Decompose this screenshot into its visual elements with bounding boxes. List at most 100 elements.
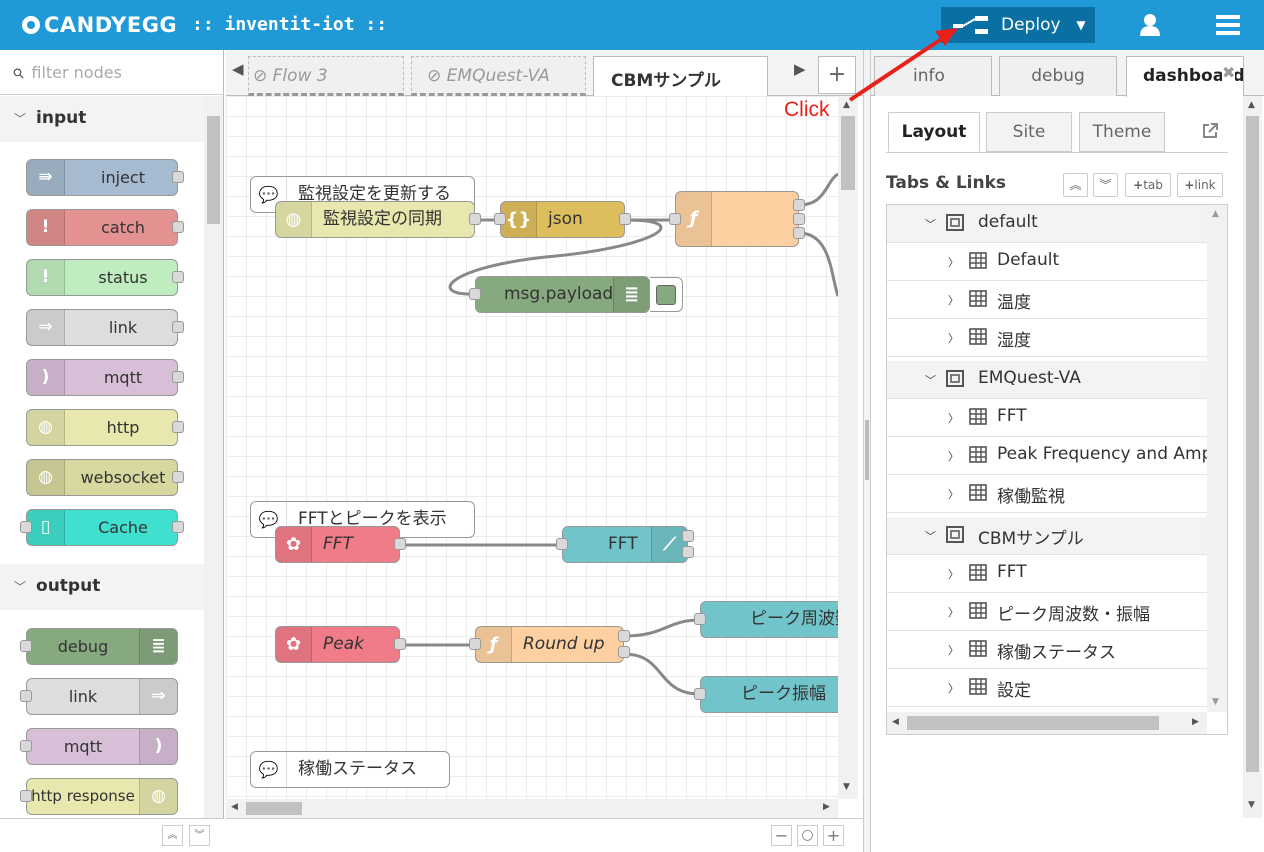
tree-item[interactable]: 〉温度	[887, 281, 1207, 319]
flow-node-json[interactable]: {}json	[494, 201, 631, 238]
scrollbar-thumb[interactable]	[841, 116, 855, 190]
output-port[interactable]	[793, 213, 805, 225]
subtab-layout[interactable]: Layout	[888, 112, 980, 152]
palette-node-mqtt-out[interactable]: mqtt)	[20, 728, 178, 765]
tab-cbm-sample[interactable]: CBMサンプル	[593, 56, 768, 97]
scroll-up-icon[interactable]: ▲	[1212, 209, 1219, 219]
output-port[interactable]	[394, 538, 406, 550]
palette-node-inject[interactable]: ⇛inject	[26, 159, 184, 196]
scrollbar-thumb[interactable]	[907, 716, 1159, 730]
add-link-button[interactable]: +link	[1177, 173, 1223, 197]
zoom-in-button[interactable]: +	[823, 825, 844, 846]
comment-node[interactable]: 💬稼働ステータス	[250, 751, 450, 788]
scroll-tabs-left-icon[interactable]: ◀	[232, 60, 244, 78]
output-port[interactable]	[619, 213, 631, 225]
scroll-up-icon[interactable]: ▲	[843, 100, 850, 110]
canvas-horizontal-scrollbar[interactable]: ◀▶	[226, 799, 838, 818]
subtab-theme[interactable]: Theme	[1079, 112, 1165, 152]
output-port[interactable]	[172, 271, 184, 283]
tab-emquest-va[interactable]: ⊘ EMQuest-VA	[411, 56, 586, 96]
flow-node-debug-payload[interactable]: msg.payload≣	[469, 276, 650, 313]
output-port[interactable]	[793, 199, 805, 211]
add-flow-button[interactable]: +	[818, 56, 856, 94]
palette-node-link-out[interactable]: link⇒	[20, 678, 178, 715]
flow-node-function[interactable]: ƒ	[669, 191, 805, 247]
tree-item[interactable]: 〉Peak Frequency and Amplitude	[887, 437, 1207, 475]
input-port[interactable]	[20, 640, 32, 652]
input-port[interactable]	[669, 213, 681, 225]
tree-group-default[interactable]: ﹀default	[887, 205, 1207, 243]
input-port[interactable]	[694, 613, 706, 625]
palette-node-http-response[interactable]: http response◍	[20, 778, 178, 815]
tree-item[interactable]: 〉Default	[887, 243, 1207, 281]
category-input-header[interactable]: ﹀input	[0, 96, 204, 142]
tab-debug[interactable]: debug	[999, 56, 1117, 96]
scroll-tabs-right-icon[interactable]: ▶	[794, 60, 806, 78]
output-port[interactable]	[618, 630, 630, 642]
expand-all-button[interactable]: ︾	[189, 825, 210, 846]
input-port[interactable]	[469, 638, 481, 650]
tree-item[interactable]: 〉稼働ステータス	[887, 631, 1207, 669]
output-port[interactable]	[172, 421, 184, 433]
flow-node-fft-chart[interactable]: FFT⟋	[556, 526, 694, 563]
subtab-site[interactable]: Site	[986, 112, 1072, 152]
output-port[interactable]	[172, 521, 184, 533]
sidebar-separator[interactable]	[863, 50, 871, 852]
scroll-left-icon[interactable]: ◀	[892, 717, 899, 727]
input-port[interactable]	[494, 213, 506, 225]
output-port[interactable]	[172, 371, 184, 383]
zoom-out-button[interactable]: −	[771, 825, 792, 846]
tree-group-emquest-va[interactable]: ﹀EMQuest-VA	[887, 361, 1207, 399]
output-port[interactable]	[793, 227, 805, 239]
scrollbar-thumb[interactable]	[207, 116, 220, 224]
output-port[interactable]	[618, 646, 630, 658]
deploy-menu-caret-icon[interactable]: ▼	[1076, 18, 1086, 32]
input-port[interactable]	[20, 690, 32, 702]
close-icon[interactable]: ✖	[1222, 63, 1236, 82]
tree-item[interactable]: 〉稼働監視	[887, 475, 1207, 513]
input-port[interactable]	[20, 790, 32, 802]
input-port[interactable]	[20, 521, 32, 533]
palette-node-status[interactable]: !status	[26, 259, 184, 296]
scrollbar-thumb[interactable]	[1246, 116, 1259, 772]
output-port[interactable]	[172, 471, 184, 483]
tree-group-cbm-sample[interactable]: ﹀CBMサンプル	[887, 517, 1207, 555]
collapse-button[interactable]: ︽	[1063, 173, 1088, 197]
scroll-right-icon[interactable]: ▶	[823, 802, 830, 812]
output-port[interactable]	[172, 221, 184, 233]
output-port[interactable]	[172, 171, 184, 183]
palette-node-link-in[interactable]: ⇒link	[26, 309, 184, 346]
flow-node-peak-amplitude[interactable]: ピーク振幅	[694, 676, 838, 713]
input-port[interactable]	[469, 288, 481, 300]
palette-node-debug[interactable]: debug≣	[20, 628, 178, 665]
scroll-left-icon[interactable]: ◀	[231, 802, 238, 812]
output-port[interactable]	[469, 213, 481, 225]
tree-horizontal-scrollbar[interactable]: ◀▶	[887, 712, 1207, 734]
palette-node-catch[interactable]: !catch	[26, 209, 184, 246]
filter-nodes-input[interactable]: ⚲ filter nodes	[0, 50, 224, 95]
canvas-vertical-scrollbar[interactable]: ▲▼	[838, 96, 858, 799]
flow-node-sync[interactable]: ◍監視設定の同期	[275, 201, 481, 238]
tab-info[interactable]: info	[874, 56, 992, 96]
input-port[interactable]	[20, 740, 32, 752]
input-port[interactable]	[556, 538, 568, 550]
deploy-button[interactable]: Deploy ▼	[941, 7, 1095, 43]
flow-canvas[interactable]: 💬監視設定を更新する ◍監視設定の同期 {}json ƒ msg.payload…	[226, 96, 838, 799]
tab-flow-3[interactable]: ⊘ Flow 3	[248, 56, 404, 96]
scroll-up-icon[interactable]: ▲	[1248, 100, 1255, 110]
output-port[interactable]	[394, 638, 406, 650]
external-link-icon[interactable]	[1201, 122, 1219, 140]
sidebar-scrollbar[interactable]: ▲▼	[1243, 96, 1262, 818]
output-port[interactable]	[682, 546, 694, 558]
tree-item[interactable]: 〉ピーク周波数・振幅	[887, 593, 1207, 631]
menu-icon[interactable]	[1216, 15, 1240, 35]
scroll-down-icon[interactable]: ▼	[1212, 697, 1219, 707]
separator-handle[interactable]	[865, 420, 869, 480]
palette-node-websocket-in[interactable]: ◍websocket	[26, 459, 184, 496]
category-output-header[interactable]: ﹀output	[0, 564, 204, 610]
palette-node-cache[interactable]: ▯Cache	[20, 509, 184, 546]
collapse-all-button[interactable]: ︽	[162, 825, 183, 846]
flow-node-peak-input[interactable]: ✿Peak	[275, 626, 406, 663]
scroll-down-icon[interactable]: ▼	[843, 782, 850, 792]
